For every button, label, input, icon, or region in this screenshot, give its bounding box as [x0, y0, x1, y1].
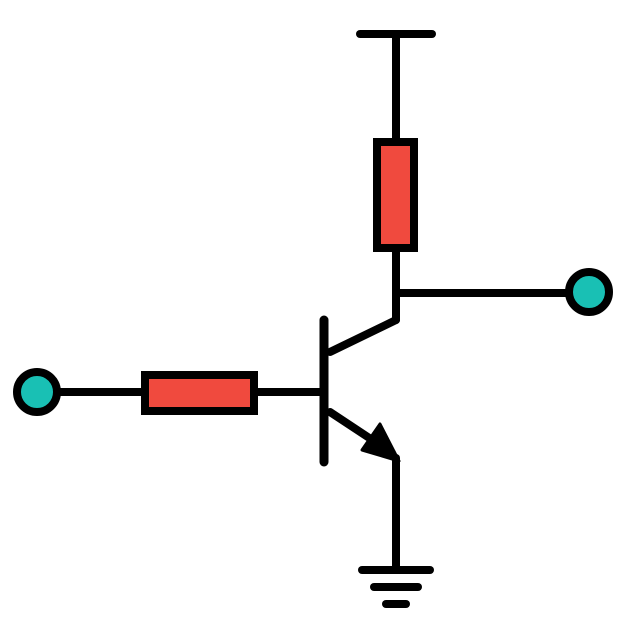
collector-resistor	[373, 138, 418, 252]
input-terminal-node-icon	[13, 368, 61, 416]
emitter-arrow-icon	[360, 422, 401, 463]
output-terminal-node-icon	[565, 268, 613, 316]
transistor-collector-lead	[326, 316, 400, 356]
ground-icon	[358, 566, 434, 608]
base-resistor	[141, 371, 258, 415]
